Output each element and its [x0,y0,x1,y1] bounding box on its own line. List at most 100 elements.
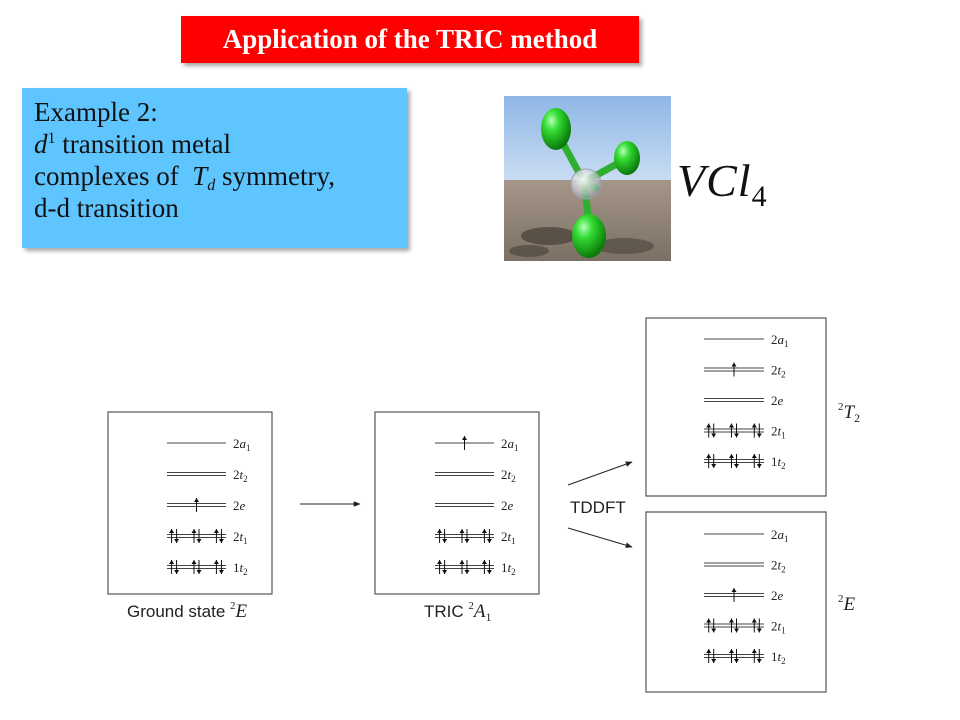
electron-down-arrow-head [711,628,717,633]
example-line-4: d-d transition [34,193,179,223]
shadow-1 [521,227,577,245]
orbital-label-digit: 2 [771,393,778,408]
example-line-3: complexes of Td symmetry, [34,160,395,194]
electron-up-arrow-head [751,649,757,653]
orbital-label-digit: 2 [233,498,240,513]
orbital-label-sub: 1 [511,536,516,546]
orbital-label: 2a1 [233,436,251,453]
example-line-3-post: symmetry, [215,161,335,191]
ground-caption-text: Ground state [127,602,230,621]
orbital-label: 2e [771,393,784,408]
shadow-3 [594,238,654,254]
orbital-level: 2t1 [704,423,786,441]
electron-up-arrow-head [751,423,757,428]
orbital-label: 2t1 [771,619,786,636]
orbital-label: 2e [771,588,784,603]
orbital-label-letter: t [240,560,244,575]
orbital-level: 1t2 [704,454,786,471]
td-symbol: T [192,161,208,191]
orbital-label-sub: 2 [243,474,248,484]
panel-e-frame [645,511,827,693]
orbital-label-digit: 1 [771,454,778,469]
arrow-tric-to-t2 [567,461,633,486]
orbital-label-sub: 2 [511,474,516,484]
orbital-label-digit: 2 [771,332,778,347]
electron-up-arrow-head [729,454,734,458]
orbital-label: 2t1 [233,529,248,546]
orbital-level: 2t1 [704,618,786,636]
electron-down-arrow-head [734,628,739,633]
orbital-label-letter: a [240,436,247,451]
electron-up-arrow-head [706,454,712,458]
electron-down-arrow-head [711,659,717,663]
orbital-label-letter: e [778,393,784,408]
orbital-label-letter: t [778,454,782,469]
orbital-label-letter: t [508,529,512,544]
vcl4-subscript: 4 [751,180,768,213]
orbital-label: 1t2 [771,649,786,666]
orbital-label-letter: t [778,649,782,664]
td-subscript: d [207,177,216,194]
example-line-2: d1 transition metal [34,128,395,160]
electron-down-arrow-head [486,570,492,574]
orbital-label-digit: 2 [233,529,240,544]
e-caption-sym: E [843,594,856,615]
orbital-label: 2t2 [771,363,786,380]
orbital-label: 2a1 [771,527,789,544]
orbital-label-letter: t [508,467,512,482]
orbital-label-letter: t [240,467,244,482]
electron-down-arrow-head [196,539,202,543]
electron-down-arrow-head [442,570,448,574]
tric-caption-sub: 1 [486,610,492,624]
orbital-label-letter: e [778,588,784,603]
electron-down-arrow-head [734,464,739,468]
example-line-2-text: transition metal [55,129,231,159]
electron-down-arrow-head [734,433,739,438]
orbital-label: 2t2 [233,467,248,484]
orbital-label: 1t2 [501,560,516,577]
ground-caption-sym: E [235,601,248,622]
electron-down-arrow-head [486,539,492,543]
orbital-label-sub: 1 [246,443,251,453]
orbital-label-digit: 1 [501,560,508,575]
orbital-label-letter: t [508,560,512,575]
panel-t2-frame [645,317,827,497]
electron-down-arrow-head [218,539,224,543]
tddft-label: TDDFT [570,498,626,517]
arrow-tric-to-e [567,527,633,548]
orbital-label-sub: 1 [784,534,789,544]
e-caption-sup: 2 [838,593,844,605]
orbital-label-digit: 2 [501,529,508,544]
orbital-label: 2t2 [501,467,516,484]
orbital-level: 2a1 [435,436,519,453]
electron-down-arrow-head [711,433,717,438]
orbital-level: 2a1 [704,332,789,349]
example-description-box: Example 2: d1 transition metal complexes… [22,88,407,248]
orbital-label-sub: 2 [511,567,516,577]
orbital-label-digit: 2 [771,558,778,573]
electron-up-arrow-head [729,649,734,653]
orbital-label-letter: t [778,558,782,573]
orbital-label-digit: 2 [771,619,778,634]
orbital-level: 2e [704,393,784,408]
electron-up-arrow-head [169,560,175,564]
orbital-label-sub: 2 [781,565,786,575]
orbital-level: 2t2 [167,467,248,484]
orbital-label-sub: 2 [781,461,786,471]
orbital-label-letter: t [778,363,782,378]
electron-down-arrow-head [756,659,762,663]
vanadium-atom [570,168,602,200]
electron-down-arrow-head [174,570,180,574]
electron-up-arrow-head [169,529,175,533]
chlorine-atom-3 [572,214,606,258]
electron-down-arrow-head [174,539,180,543]
electron-down-arrow-head [756,464,762,468]
orbital-label: 2a1 [501,436,519,453]
